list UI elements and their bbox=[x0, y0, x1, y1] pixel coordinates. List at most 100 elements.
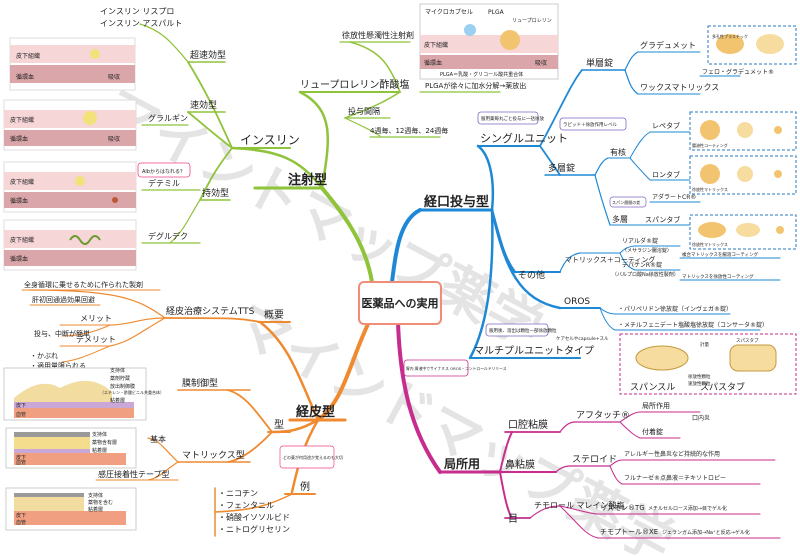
center-node: 医薬品への実用 bbox=[358, 281, 442, 325]
svg-text:血管: 血管 bbox=[16, 411, 26, 418]
svg-text:循環血: 循環血 bbox=[424, 59, 442, 67]
single-layer-label: 単層錠 bbox=[586, 57, 613, 69]
fast-label: 速効型 bbox=[190, 99, 217, 111]
lontab-diagram: 徐放性マトリックス bbox=[689, 155, 797, 195]
aphtach-label: アフタッチ® bbox=[576, 410, 630, 421]
svg-text:吸収: 吸収 bbox=[108, 136, 120, 143]
injection-title: 注射型 bbox=[288, 172, 327, 188]
alb-note: Albからはなれる？ bbox=[137, 162, 191, 178]
svg-text:（エチレン・酢酸ビニル共重合体）: （エチレン・酢酸ビニル共重合体） bbox=[100, 389, 164, 395]
svg-text:徐放性顆粒: 徐放性顆粒 bbox=[688, 373, 711, 380]
timoptol-note: ジェランガム添加→Na⁺と反応→ゲル化 bbox=[662, 529, 750, 536]
svg-text:吸収: 吸収 bbox=[535, 60, 547, 67]
spansule-label: スパンスル bbox=[630, 382, 675, 393]
svg-text:スパスタブ: スパスタブ bbox=[736, 337, 759, 344]
svg-text:薬剤貯蔵: 薬剤貯蔵 bbox=[110, 375, 130, 382]
svg-text:皮下組織: 皮下組織 bbox=[424, 41, 448, 49]
svg-text:皮下組織: 皮下組織 bbox=[10, 178, 34, 186]
svg-text:マイクロカプセル: マイクロカプセル bbox=[425, 9, 473, 16]
gradumet-diagram: 多孔性プラスチック bbox=[707, 25, 797, 65]
skin-diagram-fast: 皮下組織 循環血 吸収 bbox=[3, 99, 137, 151]
svg-text:薬物を含む: 薬物を含む bbox=[88, 499, 113, 506]
basic-label: 基本 bbox=[150, 434, 166, 444]
svg-text:循環血: 循環血 bbox=[16, 73, 34, 81]
overview-desc: 全身循環に乗せるために作られた製剤 bbox=[24, 280, 143, 289]
stomatitis: 口内炎 bbox=[692, 414, 710, 422]
svg-text:服用薬毎丸ごと投与に一括徐放: 服用薬毎丸ごと投与に一括徐放 bbox=[481, 115, 544, 122]
example-4: ・ニトログリセリン bbox=[218, 524, 290, 534]
svg-text:皮下: 皮下 bbox=[16, 454, 26, 461]
svg-text:腸溶性コーティング: 腸溶性コーティング bbox=[692, 142, 728, 148]
svg-text:血管: 血管 bbox=[16, 519, 26, 526]
svg-text:スパン層間の差: スパン層間の差 bbox=[612, 199, 640, 205]
svg-text:皮下組織: 皮下組織 bbox=[16, 52, 40, 60]
transdermal-title: 経皮型 bbox=[296, 404, 335, 420]
svg-text:リュープロレリン: リュープロレリン bbox=[512, 18, 552, 24]
single-note: 服用薬毎丸ごと投与に一括徐放 bbox=[477, 111, 544, 125]
svg-text:循環血: 循環血 bbox=[10, 135, 28, 143]
plga-desc: PLGAが徐々に加水分解→薬放出 bbox=[425, 81, 526, 90]
depakene-sub: （バルプロ酸Na徐放性製剤） bbox=[612, 271, 679, 278]
svg-text:服用後、溶出は顆粒一部徐放顆粒: 服用後、溶出は顆粒一部徐放顆粒 bbox=[489, 327, 557, 334]
svg-text:PLGA: PLGA bbox=[488, 9, 505, 16]
matrix-diagram: 支持体 薬物含有層 粘着層 皮下 血管 bbox=[5, 427, 137, 469]
spansule-diagram: 徐放性顆粒 速放性顆粒 計量 スパスタブ bbox=[619, 333, 797, 395]
ultra-fast-drug-1: インスリン リスプロ bbox=[100, 7, 174, 16]
tape-diagram: 支持体 薬物を含む 粘着層 皮下 血管 bbox=[5, 487, 137, 531]
overview-label: 概要 bbox=[264, 308, 284, 321]
demerit-label: デメリット bbox=[76, 334, 116, 344]
tts-label: 経皮治療システムTTS bbox=[166, 305, 255, 317]
svg-text:薬物含有層: 薬物含有層 bbox=[92, 439, 117, 446]
membrane-diagram: 支持体 薬剤貯蔵 放出制御膜 （エチレン・酢酸ビニル共重合体） 粘着層 皮下 血… bbox=[3, 367, 164, 421]
multi-layer-label: 多層錠 bbox=[548, 162, 575, 174]
svg-text:粘着層: 粘着層 bbox=[110, 397, 125, 404]
svg-text:計量: 計量 bbox=[700, 341, 709, 348]
lialda-label: リアルダ®錠 bbox=[622, 237, 658, 245]
skin-diagram-detemir: 皮下組織 循環血 bbox=[3, 161, 137, 213]
nasal-item-1: アレルギー性鼻炎など持続的な作用 bbox=[624, 450, 720, 458]
svg-text:支持体: 支持体 bbox=[92, 431, 107, 438]
svg-text:吸収: 吸収 bbox=[108, 74, 120, 81]
gradumet-label: グラデュメット bbox=[640, 40, 696, 50]
local-branch bbox=[396, 320, 781, 539]
svg-text:循環血: 循環血 bbox=[10, 197, 28, 205]
multiple-note2: ケアセルやcapsule+スル bbox=[556, 335, 609, 342]
mold-label: 型 bbox=[274, 418, 284, 431]
long-drug-1: デテミル bbox=[148, 178, 180, 188]
ultra-fast-drug-2: インスリン アスパルト bbox=[100, 19, 182, 28]
example-1: ・ニコチン bbox=[218, 489, 258, 498]
demerit-item-2: ・適用量限られる bbox=[30, 361, 86, 370]
repetab-diagram: 腸溶性コーティング bbox=[689, 111, 797, 151]
svg-text:速放性顆粒: 速放性顆粒 bbox=[688, 380, 711, 387]
lontab-label: ロンタブ bbox=[652, 170, 680, 179]
spantab-label: スパンタブ bbox=[645, 215, 680, 224]
membrane-label: 膜制御型 bbox=[182, 377, 218, 389]
timoptol-label: チモプトール®XE bbox=[600, 528, 658, 536]
svg-text:徐放性マトリックス: 徐放性マトリックス bbox=[692, 186, 728, 192]
insulin-title: インスリン bbox=[240, 133, 300, 147]
long-label: 持効型 bbox=[202, 187, 229, 199]
wax-matrix: ワックスマトリックス bbox=[640, 83, 719, 92]
multi-layer-note: ラピッド＋徐放作用レベル bbox=[559, 117, 627, 131]
depakene-note: マトリックスを徐放性コーティング bbox=[682, 273, 754, 280]
svg-text:皮下組織: 皮下組織 bbox=[10, 236, 34, 244]
skin-diagram-degludec: 皮下組織 循環血 bbox=[3, 219, 137, 271]
adhesive-tablet: 付着錠 bbox=[642, 427, 663, 436]
multiple-note: 服用後、溶出は顆粒一部徐放顆粒 bbox=[485, 323, 557, 337]
merit-label: メリット bbox=[80, 314, 112, 323]
rysmon-note: メチルセルロース添加→目でゲル化 bbox=[648, 505, 727, 512]
matrix-label: マトリックス型 bbox=[182, 450, 245, 461]
spantab-diagram: 徐放性マトリックス bbox=[689, 214, 797, 250]
svg-text:PLGA＝乳酸・グリコール酸共重合体: PLGA＝乳酸・グリコール酸共重合体 bbox=[440, 71, 523, 78]
demerit-item-1: ・かぶれ bbox=[30, 352, 58, 360]
ultra-fast-label: 超速効型 bbox=[190, 49, 226, 61]
oros-label: OROS bbox=[564, 297, 590, 307]
watermark-bottom: マインドマップ薬学 bbox=[225, 291, 684, 556]
svg-text:循環血: 循環血 bbox=[10, 255, 28, 263]
example-3: ・硝酸イソソルビド bbox=[218, 512, 290, 522]
core-label: 有核 bbox=[610, 147, 626, 157]
svg-text:徐放性マトリックス: 徐放性マトリックス bbox=[692, 241, 728, 247]
single-unit-title: シングルユニット bbox=[480, 131, 568, 145]
spastab-label: スパスタブ bbox=[700, 381, 745, 393]
